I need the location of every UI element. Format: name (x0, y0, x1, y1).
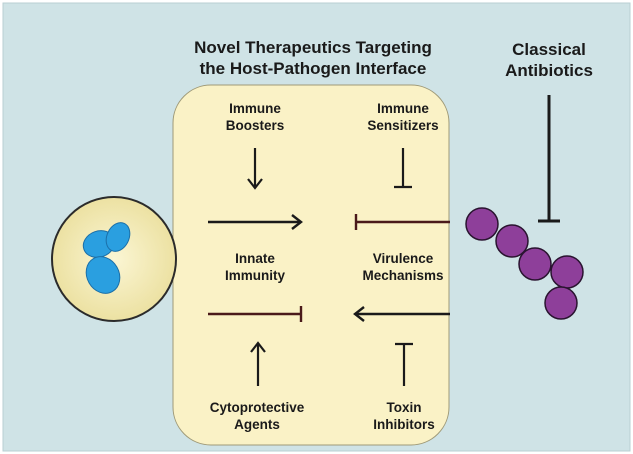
title-line-2: the Host-Pathogen Interface (200, 59, 427, 78)
virulence-mechanisms-line-2: Mechanisms (362, 268, 443, 283)
cytoprotective-agents-line-1: Cytoprotective (210, 400, 305, 415)
title-line-1: Novel Therapeutics Targeting (194, 38, 432, 57)
virulence-mechanisms-line-1: Virulence (373, 251, 434, 266)
immune-boosters-line-1: Immune (229, 101, 281, 116)
cytoprotective-agents-line-2: Agents (234, 417, 280, 432)
cytoprotective-arrow (250, 341, 266, 386)
bacterium (518, 247, 552, 281)
immune-sensitizers-line-1: Immune (377, 101, 429, 116)
classical-antibiotics-line-1: Classical (512, 40, 586, 59)
host-cell-membrane (51, 196, 177, 322)
innate-inhibition-bar (208, 306, 303, 322)
antibiotics-inhibition-bar (538, 95, 560, 223)
virulence-inhibition-bar (354, 214, 450, 230)
virulence-activation-arrow (353, 306, 450, 322)
innate-immunity-line-2: Immunity (225, 268, 285, 283)
classical-antibiotics-line-2: Antibiotics (505, 61, 593, 80)
toxin-inhibitor (395, 342, 413, 386)
toxin-inhibitors-line-2: Inhibitors (373, 417, 435, 432)
immune-boosters-line-2: Boosters (226, 118, 285, 133)
host-cell (51, 196, 177, 322)
innate-immunity-line-1: Innate (235, 251, 275, 266)
bacteria-chain (465, 207, 584, 320)
toxin-inhibitors-line-1: Toxin (387, 400, 422, 415)
nucleus-icon (82, 222, 131, 294)
immune-boosters-arrow (247, 148, 263, 190)
innate-activation-arrow (208, 214, 303, 230)
bacterium (465, 207, 499, 241)
bacterium (495, 224, 529, 258)
bacterium (544, 286, 578, 320)
immune-sensitizers-inhibitor (394, 148, 412, 189)
immune-sensitizers-line-2: Sensitizers (367, 118, 438, 133)
bacterium (550, 255, 584, 289)
